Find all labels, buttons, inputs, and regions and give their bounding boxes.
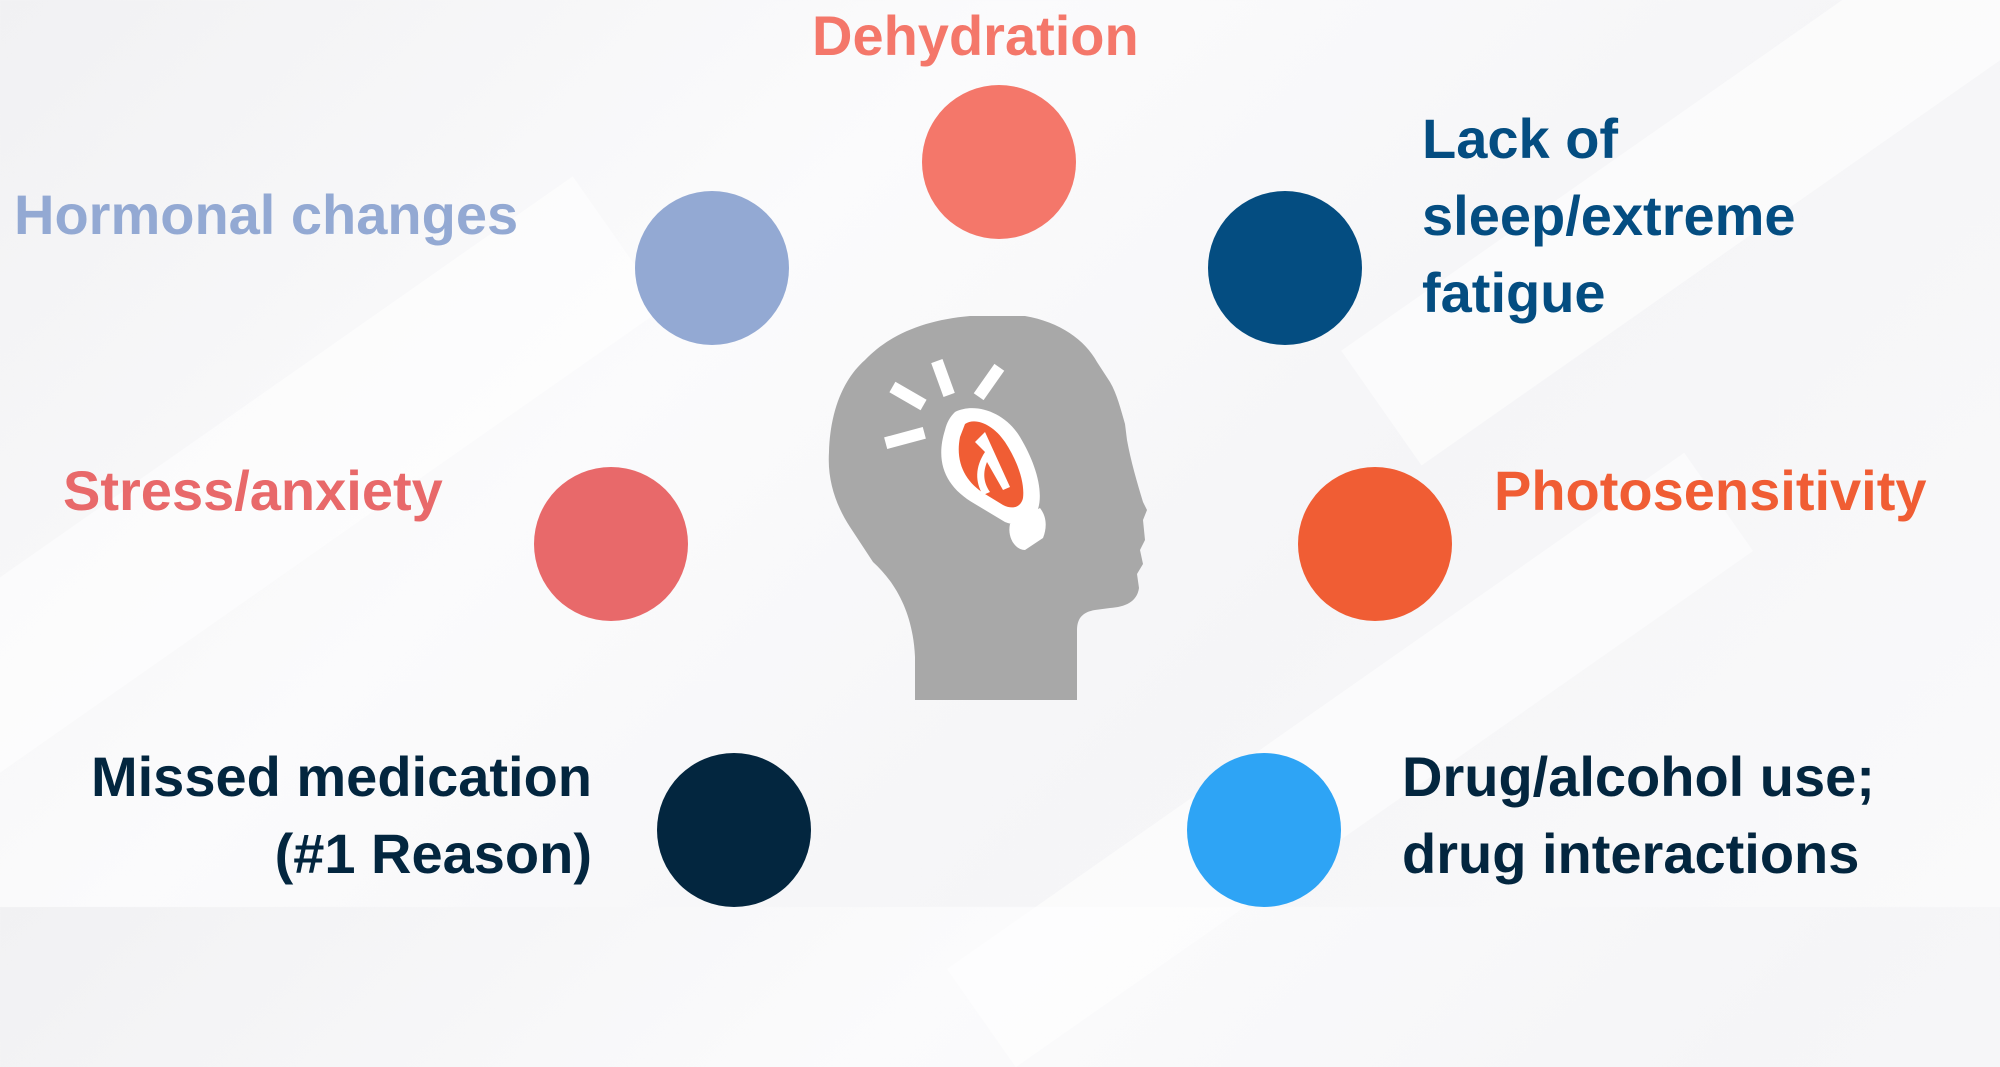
head-with-lightbulb-icon (828, 316, 1147, 700)
light-ray (884, 427, 926, 449)
label-missed-medication-line-2: (#1 Reason) (274, 822, 592, 885)
light-ray (973, 363, 1005, 401)
dot-dehydration (922, 85, 1076, 239)
label-missed-medication: Missed medication (#1 Reason) (22, 738, 592, 892)
dot-photosensitivity (1298, 467, 1452, 621)
dot-hormonal-changes (635, 191, 789, 345)
label-lack-of-sleep-line-3: fatigue (1422, 261, 1606, 324)
light-ray (889, 381, 927, 411)
label-lack-of-sleep-line-1: Lack of (1422, 107, 1619, 170)
dot-drug-alcohol-use (1187, 753, 1341, 907)
label-lack-of-sleep-line-2: sleep/extreme (1422, 184, 1796, 247)
slide-canvas: { "factors": { "dehydration": { "label":… (0, 0, 2000, 907)
label-drug-alcohol-use-line-2: drug interactions (1402, 822, 1860, 885)
label-hormonal-changes: Hormonal changes (14, 183, 519, 246)
lightbulb (941, 408, 1046, 550)
label-stress-anxiety: Stress/anxiety (63, 459, 443, 522)
label-photosensitivity: Photosensitivity (1494, 459, 1927, 522)
light-ray (931, 359, 955, 397)
label-drug-alcohol-use-line-1: Drug/alcohol use; (1402, 745, 1875, 808)
dot-stress-anxiety (534, 467, 688, 621)
label-drug-alcohol-use: Drug/alcohol use; drug interactions (1402, 738, 1875, 892)
dot-lack-of-sleep (1208, 191, 1362, 345)
label-missed-medication-line-1: Missed medication (90, 745, 592, 808)
dot-missed-medication (657, 753, 811, 907)
label-dehydration: Dehydration (812, 4, 1139, 67)
label-lack-of-sleep: Lack of sleep/extreme fatigue (1422, 100, 1796, 331)
